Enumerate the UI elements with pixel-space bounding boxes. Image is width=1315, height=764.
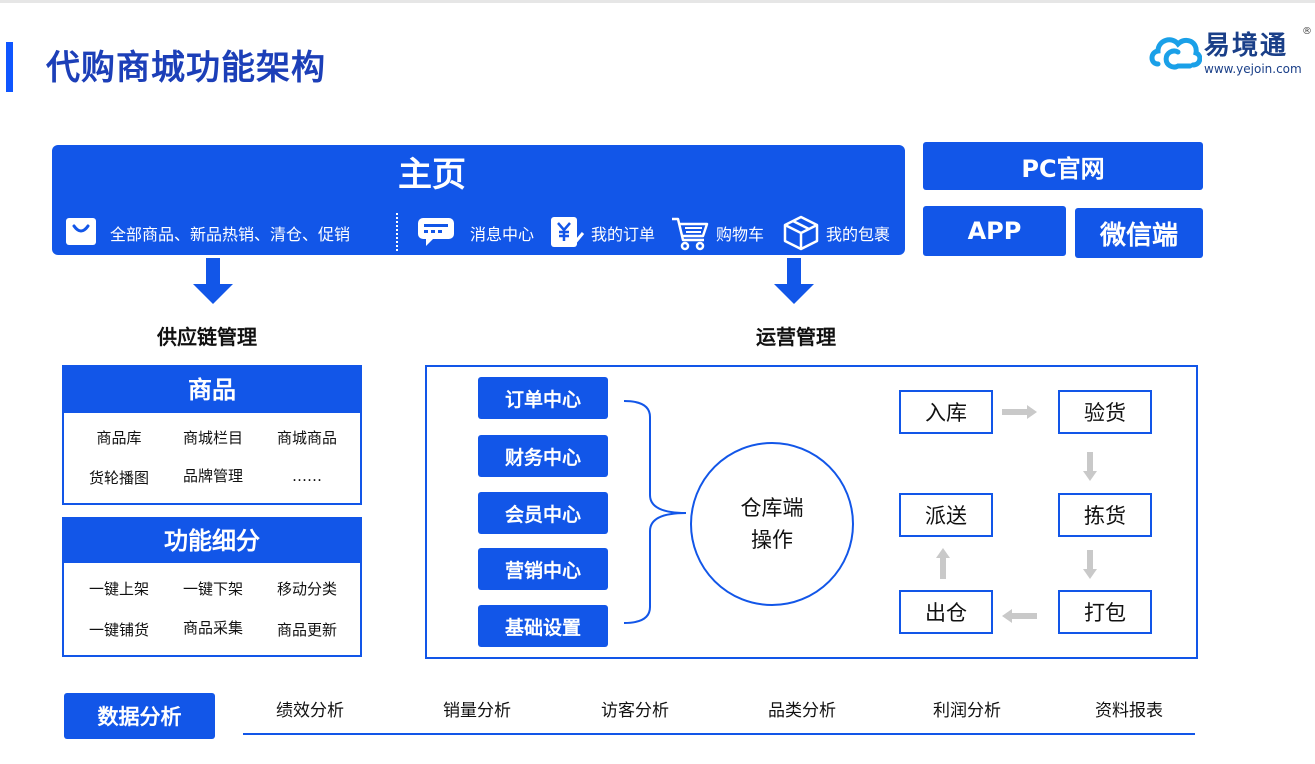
function-cell[interactable]: 移动分类 <box>276 580 337 598</box>
homepage-title: 主页 <box>398 155 466 195</box>
arrow-up-stem <box>940 557 946 579</box>
arrow-left-stem <box>1011 613 1037 619</box>
platform-pc-site[interactable]: PC官网 <box>923 142 1203 190</box>
cloud-logo-icon <box>1149 37 1202 70</box>
basic-settings-button[interactable]: 基础设置 <box>478 605 608 647</box>
step-pick[interactable]: 拣货 <box>1058 493 1152 537</box>
message-icon <box>418 218 454 246</box>
home-bar-divider <box>396 213 398 251</box>
step-deliver[interactable]: 派送 <box>899 493 993 537</box>
goods-cell[interactable]: 品牌管理 <box>182 467 243 485</box>
logo-registered-mark: ® <box>1302 26 1312 37</box>
data-item-category[interactable]: 品类分析 <box>768 701 836 721</box>
functions-card-title: 功能细分 <box>64 519 360 563</box>
order-icon <box>551 217 585 247</box>
step-pack[interactable]: 打包 <box>1058 590 1152 634</box>
step-outbound[interactable]: 出仓 <box>899 590 993 634</box>
goods-cell[interactable]: 商品库 <box>96 429 142 447</box>
goods-cell[interactable]: 商城商品 <box>276 429 337 447</box>
function-cell[interactable]: 一键上架 <box>88 580 149 598</box>
step-inspect[interactable]: 验货 <box>1058 390 1152 434</box>
order-center-button[interactable]: 订单中心 <box>478 377 608 419</box>
logo-url: www.yejoin.com <box>1204 62 1302 76</box>
function-cell[interactable]: 商品采集 <box>182 619 243 637</box>
supply-chain-label: 供应链管理 <box>157 325 257 349</box>
arrow-up-icon <box>936 548 950 558</box>
member-center-button[interactable]: 会员中心 <box>478 492 608 534</box>
platform-app[interactable]: APP <box>923 206 1066 256</box>
function-cell[interactable]: 一键下架 <box>182 580 243 598</box>
home-item-my-packages[interactable]: 我的包裹 <box>826 225 891 244</box>
package-icon <box>783 215 819 251</box>
data-item-reports[interactable]: 资料报表 <box>1095 701 1163 721</box>
goods-card-title: 商品 <box>64 367 360 413</box>
warehouse-line-1: 仓库端 <box>740 496 804 520</box>
finance-center-button[interactable]: 财务中心 <box>478 435 608 477</box>
function-cell[interactable]: 一键铺货 <box>88 621 149 639</box>
data-analysis-underline <box>243 733 1195 735</box>
step-inbound[interactable]: 入库 <box>899 390 993 434</box>
operations-frame <box>425 365 1198 659</box>
data-item-profit[interactable]: 利润分析 <box>933 701 1001 721</box>
marketing-center-button[interactable]: 营销中心 <box>478 548 608 590</box>
arrow-down-2-stem <box>1087 550 1093 570</box>
arrow-down-2-icon <box>1083 569 1097 579</box>
data-item-performance[interactable]: 绩效分析 <box>276 701 344 721</box>
home-item-cart[interactable]: 购物车 <box>716 225 765 244</box>
arrow-down-ops-stem <box>787 258 801 286</box>
goods-cell[interactable]: 商城栏目 <box>182 429 243 447</box>
top-divider <box>0 0 1315 3</box>
arrow-right-icon <box>1027 405 1037 419</box>
arrow-down-supply-icon <box>193 284 233 304</box>
goods-cell[interactable]: 货轮播图 <box>88 469 149 487</box>
platform-wechat[interactable]: 微信端 <box>1075 208 1203 258</box>
home-item-my-orders[interactable]: 我的订单 <box>591 225 656 244</box>
function-cell[interactable]: 商品更新 <box>276 621 337 639</box>
home-item-messages[interactable]: 消息中心 <box>470 225 535 244</box>
shopping-bag-icon <box>66 218 96 245</box>
functions-card: 功能细分 一键上架 一键下架 移动分类 一键铺货 商品采集 商品更新 <box>62 517 362 657</box>
homepage-bar: 主页 全部商品、新品热销、清仓、促销 消息中心 我的订单 购物车 我的包裹 <box>52 145 905 255</box>
arrow-right-stem <box>1002 409 1028 415</box>
operations-label: 运营管理 <box>756 325 836 349</box>
data-item-visitors[interactable]: 访客分析 <box>601 701 669 721</box>
title-accent-bar <box>6 42 13 92</box>
data-analysis-button[interactable]: 数据分析 <box>64 693 215 739</box>
goods-card: 商品 商品库 商城栏目 商城商品 货轮播图 品牌管理 …… <box>62 365 362 505</box>
arrow-left-icon <box>1002 609 1012 623</box>
arrow-down-ops-icon <box>774 284 814 304</box>
brace-connector <box>623 400 687 624</box>
arrow-down-supply-stem <box>206 258 220 286</box>
warehouse-operations-circle: 仓库端 操作 <box>690 442 854 606</box>
warehouse-line-2: 操作 <box>751 528 793 552</box>
arrow-down-1-stem <box>1087 452 1093 472</box>
page-title: 代购商城功能架构 <box>46 48 326 88</box>
data-item-sales[interactable]: 销量分析 <box>443 701 511 721</box>
logo-name: 易境通 <box>1204 31 1289 61</box>
home-item-all-goods[interactable]: 全部商品、新品热销、清仓、促销 <box>110 225 351 244</box>
cart-icon <box>672 217 709 251</box>
arrow-down-1-icon <box>1083 471 1097 481</box>
goods-cell-more: …… <box>292 467 322 485</box>
